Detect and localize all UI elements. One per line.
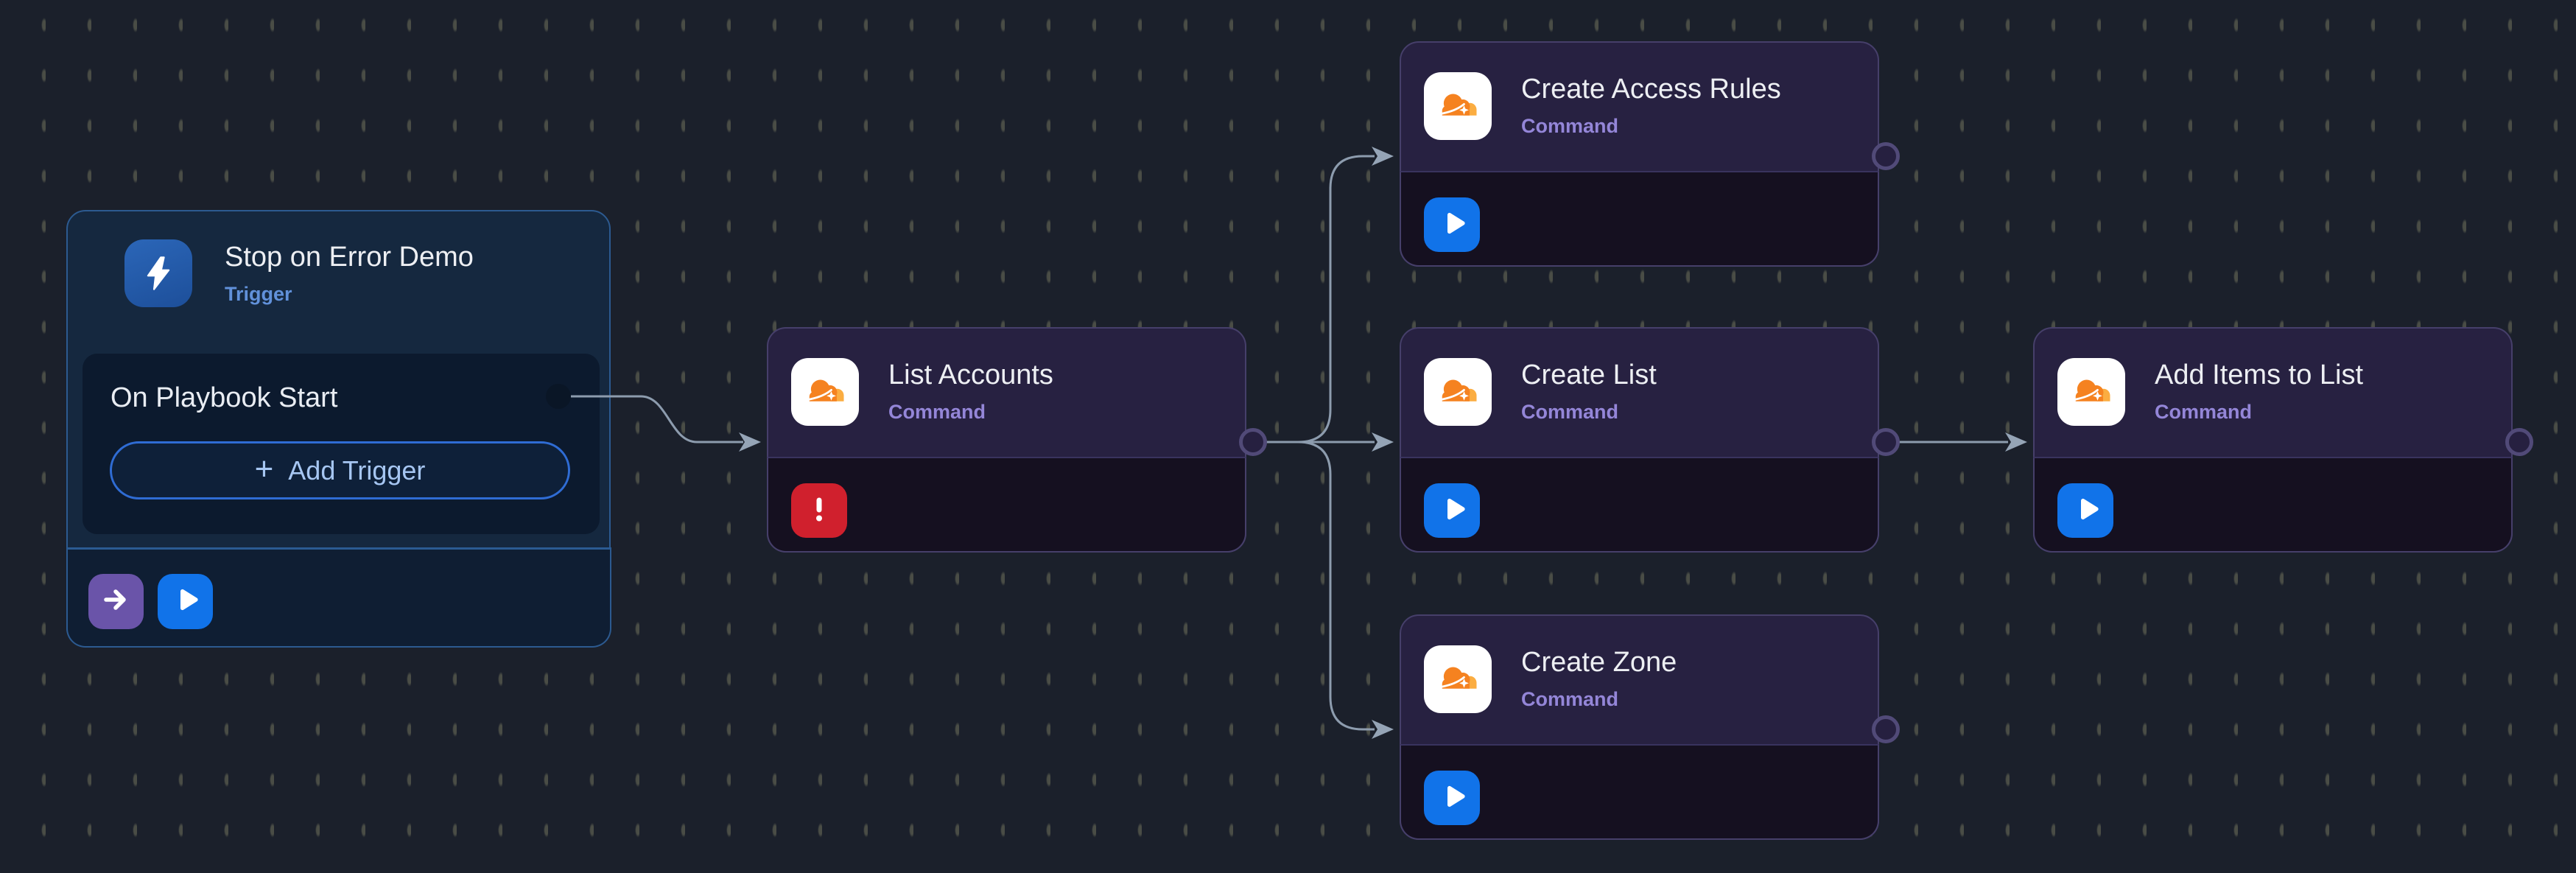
node-type-label: Command (1521, 688, 1619, 710)
output-port-create-list[interactable] (1872, 428, 1900, 456)
command-node-footer (1400, 744, 1879, 840)
cloudflare-icon (791, 358, 859, 426)
play-icon (2068, 491, 2103, 530)
arrowhead (1372, 432, 1394, 452)
run-command-button[interactable] (1424, 483, 1480, 538)
command-node-header: Create List Command (1401, 329, 1878, 458)
node-title: Create Zone (1521, 647, 1677, 678)
cloudflare-icon (1424, 72, 1492, 140)
node-trigger[interactable]: Stop on Error Demo Trigger On Playbook S… (66, 210, 611, 648)
node-type-label: Command (2155, 401, 2253, 423)
play-icon (167, 582, 203, 621)
cloudflare-icon (1424, 358, 1492, 426)
trigger-node-header: Stop on Error Demo Trigger (68, 211, 609, 339)
cloudflare-icon (2057, 358, 2125, 426)
node-create-zone[interactable]: Create Zone Command (1400, 614, 1879, 840)
trigger-output-port[interactable] (546, 384, 571, 409)
arrowhead (2005, 432, 2027, 452)
output-port-list-accounts[interactable] (1239, 428, 1267, 456)
node-type-label: Command (1521, 115, 1619, 137)
go-to-workflow-button[interactable] (88, 573, 144, 629)
run-command-button[interactable] (1424, 197, 1480, 252)
node-type-label: Command (1521, 401, 1619, 423)
node-title: Create List (1521, 360, 1657, 390)
run-trigger-button[interactable] (157, 573, 213, 629)
arrowhead (1372, 720, 1394, 739)
command-node-footer (767, 457, 1246, 553)
play-icon (1434, 779, 1470, 818)
output-port-add-items-to-list[interactable] (2505, 428, 2533, 456)
arrow-right-icon (98, 582, 133, 621)
output-port-create-access-rules[interactable] (1872, 142, 1900, 170)
node-title: List Accounts (888, 360, 1053, 390)
command-node-footer (1400, 457, 1879, 553)
play-icon (1434, 206, 1470, 245)
node-list-accounts[interactable]: List Accounts Command (767, 327, 1246, 553)
edge-list-accounts-to-create-access-rules (1266, 155, 1375, 443)
command-node-header: Add Items to List Command (2035, 329, 2511, 458)
lightning-icon (124, 239, 192, 307)
command-node-footer (1400, 171, 1879, 267)
trigger-node-footer (66, 547, 611, 648)
command-node-header: Create Access Rules Command (1401, 43, 1878, 172)
node-create-list[interactable]: Create List Command (1400, 327, 1879, 553)
node-type-label: Trigger (225, 283, 292, 305)
error-icon (801, 491, 837, 530)
node-add-items-to-list[interactable]: Add Items to List Command (2033, 327, 2513, 553)
command-node-header: List Accounts Command (768, 329, 1245, 458)
command-node-header: Create Zone Command (1401, 616, 1878, 746)
trigger-row-label: On Playbook Start (110, 382, 338, 413)
command-node-footer (2033, 457, 2513, 553)
arrowhead (739, 432, 761, 452)
play-icon (1434, 491, 1470, 530)
run-command-button[interactable] (2057, 483, 2113, 538)
add-trigger-label: Add Trigger (288, 455, 426, 485)
error-status-button[interactable] (791, 483, 847, 538)
node-title: Create Access Rules (1521, 74, 1781, 105)
node-title: Stop on Error Demo (225, 242, 474, 273)
node-create-access-rules[interactable]: Create Access Rules Command (1400, 41, 1879, 267)
plus-icon: + (254, 450, 274, 487)
edge-list-accounts-to-create-zone (1266, 441, 1375, 731)
add-trigger-button[interactable]: + Add Trigger (110, 441, 570, 499)
node-title: Add Items to List (2155, 360, 2364, 390)
cloudflare-icon (1424, 645, 1492, 713)
trigger-row-panel[interactable]: On Playbook Start + Add Trigger (83, 354, 600, 534)
run-command-button[interactable] (1424, 771, 1480, 825)
node-type-label: Command (888, 401, 986, 423)
arrowhead (1372, 147, 1394, 166)
output-port-create-zone[interactable] (1872, 715, 1900, 743)
